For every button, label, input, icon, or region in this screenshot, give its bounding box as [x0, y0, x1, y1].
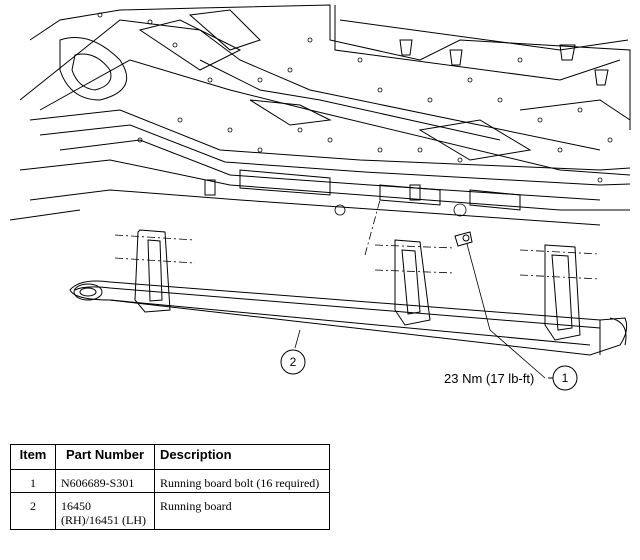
description-cell: Running board bolt (16 required)	[154, 469, 330, 493]
callout-2: 2	[280, 349, 306, 375]
bolt-centerlines	[114, 199, 601, 280]
part-number-cell: N606689-S301	[55, 469, 155, 493]
table-row: 2 16450 (RH)/16451 (LH) Running board	[10, 492, 330, 530]
callout-2-number: 2	[290, 355, 297, 369]
bolt-1	[454, 231, 473, 247]
running-board-brackets	[134, 229, 581, 341]
running-board-exploded-diagram: 2 1 23 Nm (17 lb-ft)	[9, 4, 631, 391]
vehicle-frame-drawing	[9, 4, 631, 226]
parts-table: Item Part Number Description 1 N606689-S…	[10, 444, 330, 530]
column-header-item: Item	[10, 444, 56, 470]
table-row: 1 N606689-S301 Running board bolt (16 re…	[10, 469, 330, 493]
running-board	[69, 280, 628, 356]
callout-1-number: 1	[562, 371, 569, 385]
column-header-description: Description	[154, 444, 330, 470]
leader-lines	[294, 243, 546, 379]
callout-1: 1 23 Nm (17 lb-ft)	[444, 365, 578, 391]
item-cell: 1	[10, 469, 56, 493]
part-number-cell: 16450 (RH)/16451 (LH)	[55, 492, 155, 530]
item-cell: 2	[10, 492, 56, 530]
description-cell: Running board	[154, 492, 330, 530]
table-header-row: Item Part Number Description	[10, 444, 330, 470]
column-header-part-number: Part Number	[55, 444, 155, 470]
torque-spec-label: 23 Nm (17 lb-ft)	[444, 371, 534, 386]
frame-holes	[97, 12, 613, 217]
